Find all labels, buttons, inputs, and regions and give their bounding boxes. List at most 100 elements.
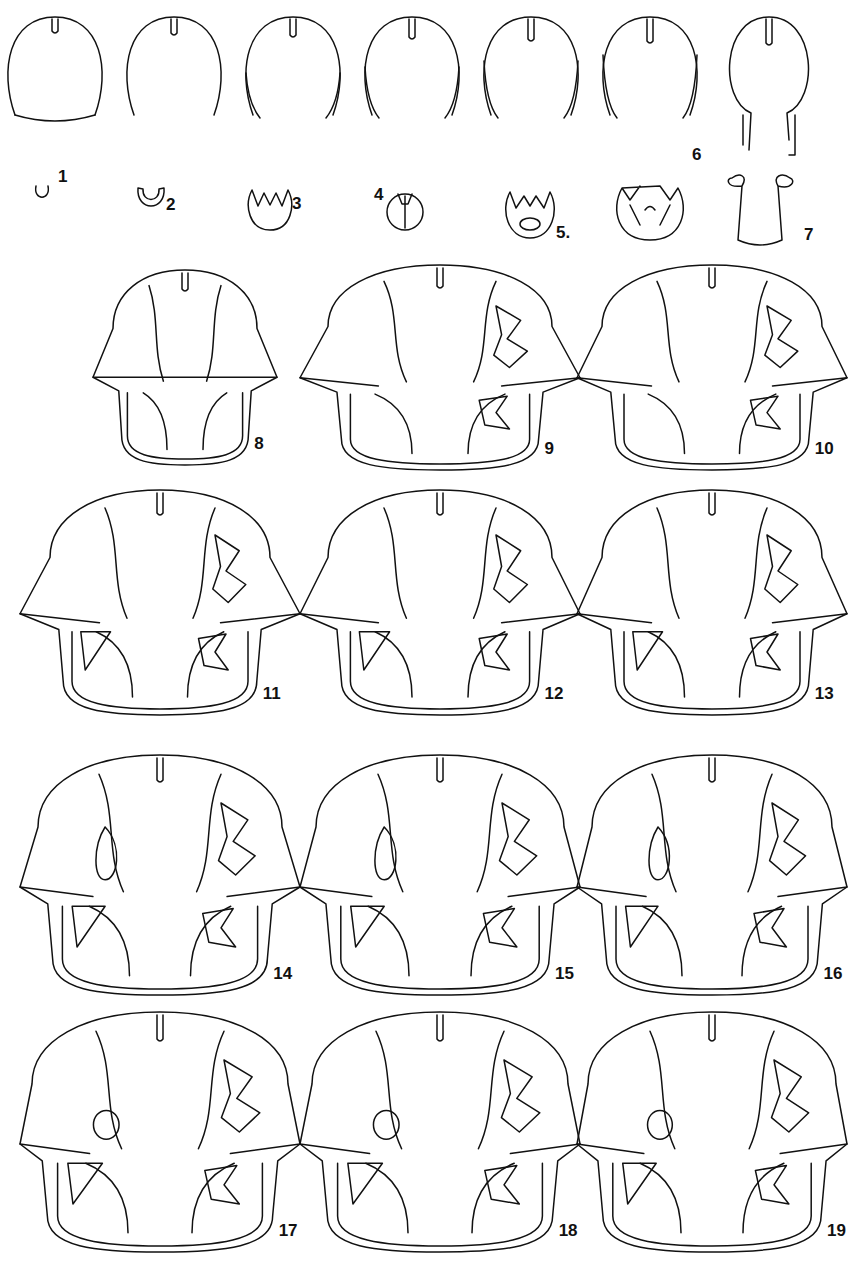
small-section	[387, 194, 423, 230]
valve-outline	[8, 17, 102, 115]
dental-plate	[193, 508, 215, 618]
figure-number: 16	[824, 965, 843, 982]
commissure-line	[510, 1144, 580, 1154]
crus-line	[740, 632, 776, 697]
valve-outline	[484, 17, 578, 115]
figure-number: 11	[263, 685, 281, 702]
commissure-line	[230, 1144, 300, 1154]
crus-line	[86, 1163, 128, 1233]
small-section	[398, 194, 412, 228]
commissure-line	[300, 1144, 370, 1154]
section-outline	[20, 1012, 300, 1252]
inner-band	[742, 115, 744, 145]
commissure-line	[221, 614, 301, 623]
small-section	[630, 205, 670, 225]
commissure-line	[20, 1144, 90, 1154]
cavity-outline	[199, 634, 229, 670]
crus-line	[743, 1163, 784, 1233]
dorsal-valve-line	[338, 1163, 543, 1246]
cavity-outline	[494, 306, 528, 368]
septum-notch	[409, 19, 415, 39]
crus-line	[471, 906, 512, 976]
septum-notch	[709, 493, 715, 515]
dental-plate	[477, 774, 502, 892]
valve-outline	[603, 17, 697, 115]
figure-number: 14	[273, 965, 292, 982]
crus-line	[366, 1163, 408, 1233]
valve-outline	[15, 115, 95, 121]
valve-outline	[730, 17, 809, 150]
figure-number: 12	[545, 685, 564, 702]
cavity-outline	[219, 803, 256, 875]
septum-notch	[52, 19, 58, 33]
septum-notch	[171, 19, 177, 35]
crus-line	[143, 393, 167, 450]
small-section	[617, 186, 684, 240]
dorsal-valve-line	[58, 1163, 263, 1246]
commissure-line	[502, 614, 580, 623]
section-outline	[577, 1012, 847, 1252]
small-section	[138, 188, 164, 206]
figure-number: 18	[559, 1222, 578, 1239]
dental-plate	[198, 1031, 224, 1149]
cavity-outline	[479, 396, 509, 429]
crus-line	[375, 632, 412, 697]
section-outline	[20, 490, 300, 715]
septum-notch	[709, 268, 715, 288]
small-section	[36, 186, 49, 197]
cavity-outline	[203, 909, 236, 947]
inner-band	[246, 73, 260, 118]
section-outline	[300, 755, 580, 995]
cavity-outline	[755, 1166, 788, 1204]
commissure-line	[577, 614, 652, 623]
cavity-outline	[483, 909, 516, 947]
inner-band	[683, 55, 697, 118]
figure-number: 9	[545, 440, 554, 457]
cavity-outline	[359, 632, 389, 670]
dorsal-valve-line	[613, 1163, 811, 1246]
commissure-line	[508, 887, 580, 897]
figure-number: 6	[692, 146, 701, 163]
section-outline	[300, 265, 580, 470]
dorsal-valve-line	[350, 632, 529, 709]
septum-notch	[709, 758, 715, 782]
cavity-outline	[649, 827, 669, 880]
commissure-line	[577, 1144, 644, 1154]
inner-band	[365, 67, 379, 118]
crus-line	[472, 1163, 514, 1233]
figure-number: 4	[374, 186, 383, 203]
small-section	[506, 192, 555, 238]
figure-number: 13	[815, 685, 834, 702]
dental-plate	[149, 286, 163, 382]
dorsal-valve-line	[62, 906, 257, 989]
septum-notch	[290, 19, 296, 37]
cavity-outline	[770, 803, 806, 875]
small-section	[520, 218, 540, 230]
crus-line	[89, 906, 129, 976]
crus-line	[375, 394, 412, 453]
dental-plate	[384, 508, 406, 618]
figure-number: 19	[827, 1222, 846, 1239]
commissure-line	[577, 378, 652, 386]
cavity-outline	[373, 1110, 399, 1139]
crus-line	[188, 632, 224, 697]
cavity-outline	[96, 827, 117, 880]
cavity-outline	[765, 535, 798, 603]
figure-number: 7	[804, 226, 813, 243]
dental-plate	[207, 286, 221, 382]
dental-plate	[749, 1031, 774, 1149]
dental-plate	[745, 281, 767, 381]
dorsal-valve-line	[72, 632, 248, 709]
figure-number: 10	[815, 440, 834, 457]
cavity-outline	[500, 803, 537, 875]
septum-notch	[647, 19, 653, 43]
crus-line	[203, 393, 227, 450]
section-outline	[300, 490, 580, 715]
dental-plate	[657, 281, 679, 381]
septum-notch	[157, 1015, 163, 1041]
cavity-outline	[213, 535, 246, 603]
septum-notch	[437, 758, 443, 782]
cavity-outline	[765, 306, 798, 368]
dental-plate	[474, 281, 496, 381]
cavity-outline	[479, 634, 509, 670]
